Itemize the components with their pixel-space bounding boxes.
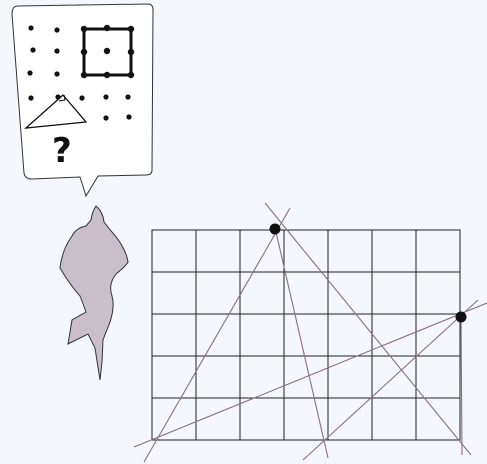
grid-cells bbox=[152, 230, 460, 440]
thinking-person-icon bbox=[60, 206, 128, 380]
thought-bubble: ? bbox=[12, 4, 153, 196]
marked-points bbox=[270, 224, 467, 323]
marked-point bbox=[456, 312, 467, 323]
construction-lines bbox=[134, 203, 487, 462]
question-mark: ? bbox=[52, 131, 72, 171]
line-grid bbox=[134, 203, 487, 462]
marked-point bbox=[270, 224, 281, 235]
